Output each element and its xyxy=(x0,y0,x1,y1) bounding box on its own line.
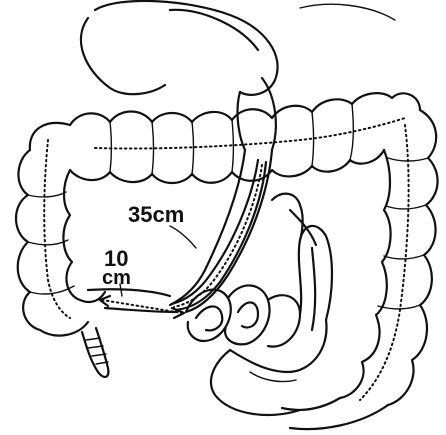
stomach-outline xyxy=(81,1,395,150)
small-bowel-loops xyxy=(186,194,332,415)
appendix xyxy=(82,328,108,377)
measurement-35cm: 35cm xyxy=(128,202,196,248)
transverse-colon xyxy=(70,93,420,183)
label-cm: cm xyxy=(102,267,131,289)
sigmoid-colon xyxy=(282,398,388,429)
label-35cm: 35cm xyxy=(128,202,184,227)
measurement-10cm: 10 cm xyxy=(100,246,184,318)
descending-colon xyxy=(340,110,438,405)
ascending-colon xyxy=(16,123,105,336)
